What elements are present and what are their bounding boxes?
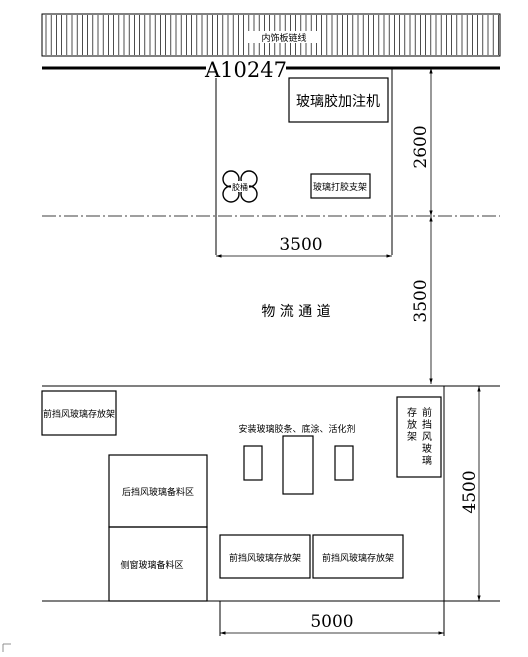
dim-bottom-depth: 4500 bbox=[444, 385, 500, 601]
front-rack-left-box bbox=[41, 390, 117, 436]
glue-machine-box bbox=[288, 77, 389, 123]
front-rack-bottom-1-label: 前挡风玻璃存放架 bbox=[229, 552, 301, 564]
process-box-2 bbox=[282, 435, 314, 495]
conveyor-hatching bbox=[45, 15, 499, 55]
conveyor-label: 内饰板链线 bbox=[261, 32, 306, 44]
dim-top-depth: 2600 bbox=[392, 67, 442, 216]
dim-top-width: 3500 bbox=[216, 235, 392, 258]
front-rack-right-char: 玻 bbox=[422, 442, 432, 455]
process-box-1 bbox=[243, 445, 263, 481]
front-rack-bottom-2-label: 前挡风玻璃存放架 bbox=[322, 552, 394, 564]
svg-text:2600: 2600 bbox=[411, 125, 431, 168]
glue-machine-label: 玻璃胶加注机 bbox=[296, 93, 380, 110]
process-label: 安装玻璃胶条、底涂、活化剂 bbox=[238, 423, 355, 435]
side-staging-label: 侧窗玻璃备料区 bbox=[120, 559, 183, 571]
front-rack-right-char: 璃 bbox=[422, 454, 432, 467]
dim-bottom-width: 5000 bbox=[220, 612, 444, 635]
corner-mark bbox=[2, 643, 11, 652]
front-rack-bottom-2-box bbox=[312, 534, 404, 579]
svg-text:3500: 3500 bbox=[411, 279, 431, 322]
side-staging-box bbox=[108, 526, 208, 602]
svg-text:3500: 3500 bbox=[279, 235, 322, 255]
rear-staging-label: 后挡风玻璃备料区 bbox=[122, 486, 194, 498]
front-rack-left-label: 前挡风玻璃存放架 bbox=[43, 408, 115, 420]
svg-text:5000: 5000 bbox=[310, 612, 353, 632]
front-rack-bottom-1-box bbox=[219, 534, 311, 579]
front-rack-right-char: 放 bbox=[407, 418, 417, 431]
front-rack-right-char: 风 bbox=[422, 431, 432, 443]
svg-text:4500: 4500 bbox=[460, 470, 480, 513]
process-box-3 bbox=[334, 445, 354, 481]
aisle-label: 物 流 通 道 bbox=[261, 304, 330, 320]
front-rack-right-char: 存 bbox=[407, 406, 417, 419]
front-rack-right-char: 挡 bbox=[422, 418, 432, 431]
station-code: A10247 bbox=[204, 58, 287, 82]
glue-barrel-label: 胶桶 bbox=[232, 182, 248, 192]
top-zone: 玻璃胶加注机 胶桶 玻璃打胶支架 bbox=[215, 68, 393, 255]
glue-stand-box bbox=[310, 173, 371, 199]
front-rack-right-char: 前 bbox=[422, 406, 432, 419]
glue-stand-label: 玻璃打胶支架 bbox=[313, 181, 367, 193]
conveyor-line: 内饰板链线 bbox=[41, 13, 501, 57]
front-rack-right-box bbox=[396, 396, 442, 478]
dim-aisle-width: 3500 bbox=[411, 216, 433, 384]
front-rack-right-char: 架 bbox=[407, 431, 417, 443]
